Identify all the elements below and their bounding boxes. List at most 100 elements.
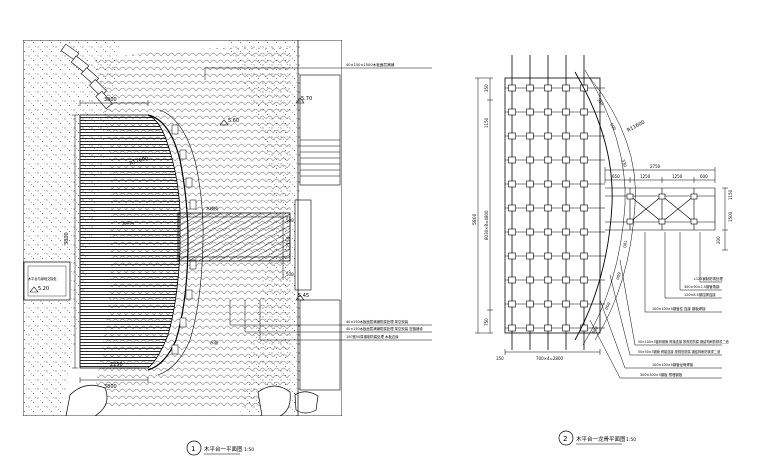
frame-post xyxy=(562,276,570,284)
frame-post xyxy=(580,132,588,140)
stepping-stones xyxy=(60,43,113,110)
elev-right: 5.45 xyxy=(298,293,309,299)
plan1-title-block: 1 木平台一平面图 1:50 xyxy=(186,440,254,456)
frame-post xyxy=(562,180,570,188)
frame-post xyxy=(508,132,516,140)
frame-callout-4: 50×100×3镀锌钢管 焊接连接 按规范防腐 钢结构刷防锈漆二道 xyxy=(638,339,729,344)
frame-radius: R11600 xyxy=(626,119,646,133)
frame-drawing-2 xyxy=(475,55,728,379)
frame-leaders xyxy=(589,232,722,379)
frame-post xyxy=(562,204,570,212)
frame-post xyxy=(544,324,552,332)
label-water: 水面 xyxy=(210,339,218,345)
label-deck: 木平台 xyxy=(122,220,134,226)
frame-post xyxy=(526,204,534,212)
plan1-title: 木平台一平面图 xyxy=(204,445,243,453)
plan1-elev-markers xyxy=(29,97,305,301)
frame-post xyxy=(508,324,516,332)
frame-callout-5: 50×50×3钢管 焊接连接 按规范防腐 钢结构刷防锈漆二道 xyxy=(638,349,721,354)
frame-post xyxy=(580,252,588,260)
dim-radius: R11600 xyxy=(129,155,149,167)
frame-dimension-lines xyxy=(475,77,728,355)
elev-left: 5.20 xyxy=(38,286,49,292)
frame-callout-1: 300×90×2.5钢管角钢 xyxy=(684,284,720,289)
frame-scale: 1:50 xyxy=(626,437,636,443)
frame-post xyxy=(508,276,516,284)
frame-post xyxy=(562,300,570,308)
plan1-scale: 1:50 xyxy=(244,447,254,453)
frame-post xyxy=(526,300,534,308)
callout-3: 100宽50厚钢制防腐处理 木板边缘 xyxy=(346,334,399,339)
callout-1: 40×150木板面层满铺防腐处理 架空安装 xyxy=(346,319,409,324)
frame-title: 木平台一龙骨平面图 xyxy=(576,435,626,443)
plan1-callout-lines xyxy=(342,67,432,341)
arc-dim-2: 530 xyxy=(621,159,628,168)
label-bridge: 木栈桥 xyxy=(206,205,218,211)
dim-inner-height: 8030×8=4800 xyxy=(484,210,489,240)
plan1-leaders xyxy=(204,67,342,341)
bridge-frame xyxy=(605,187,716,231)
dim-r4: 600 xyxy=(700,174,708,179)
frame-post xyxy=(508,252,516,260)
frame-post xyxy=(544,276,552,284)
dim-right-h1: 1150 xyxy=(728,189,733,200)
callout-2: 40×150木板面层满铺防腐处理 架空安装 密缝铺设 xyxy=(346,326,423,331)
frame-post xyxy=(562,132,570,140)
dim-bottom-width: 700×4=2800 xyxy=(536,356,564,361)
dim-r2: 1250 xyxy=(640,174,651,179)
frame-post xyxy=(562,156,570,164)
dim-top-width: 3800 xyxy=(104,97,117,103)
dim-r1: 650 xyxy=(612,174,620,179)
frame-post xyxy=(508,228,516,236)
frame-post xyxy=(544,156,552,164)
plan1-number: 1 xyxy=(191,445,195,453)
dim-total-height: 5800 xyxy=(472,213,478,225)
dim-seg: 1150 xyxy=(484,117,489,128)
frame-labels: 5800 8030×8=4800 350 1150 750 700×4=2800… xyxy=(472,84,733,377)
wood-bridge xyxy=(177,212,291,262)
dim-right-c: 500 xyxy=(286,272,294,277)
frame-post xyxy=(562,108,570,116)
frame-post xyxy=(544,132,552,140)
plan1-labels: 3800 3800 3800 2250 R11600 5.70 5.45 5.2… xyxy=(28,62,423,390)
frame-post xyxy=(544,300,552,308)
frame-joists xyxy=(505,87,605,329)
frame-post xyxy=(562,252,570,260)
callout-top: 40×150×1500木板面层满铺 xyxy=(346,62,395,67)
plan1-dimension-lines xyxy=(72,100,284,383)
frame-post xyxy=(526,324,534,332)
elev-top: 5.70 xyxy=(301,96,312,102)
frame-callout-3: 100×100×5钢管柱 连接 钢板焊接 xyxy=(652,306,706,311)
frame-post xyxy=(544,228,552,236)
dim-right-h2: 1500 xyxy=(728,211,733,222)
frame-post xyxy=(580,276,588,284)
dim-right-h3: 200 xyxy=(716,236,721,244)
wood-deck xyxy=(79,114,181,369)
frame-title-block: 2 木平台一龙骨平面图 1:50 xyxy=(558,430,636,446)
arc-stones xyxy=(171,124,197,355)
frame-post xyxy=(544,108,552,116)
frame-number: 2 xyxy=(563,435,567,443)
arc-dim-0: 350 xyxy=(596,97,605,106)
frame-post xyxy=(580,108,588,116)
frame-post xyxy=(580,204,588,212)
dim-right-b: 2750 xyxy=(286,236,292,248)
frame-curve-edge xyxy=(574,71,613,341)
dim-r3: 1250 xyxy=(672,174,683,179)
frame-post xyxy=(562,84,570,92)
frame-post xyxy=(544,84,552,92)
frame-post xyxy=(562,228,570,236)
frame-post xyxy=(526,108,534,116)
frame-post xyxy=(544,204,552,212)
dim-inner-bottom: 2250 xyxy=(110,362,123,368)
frame-post xyxy=(580,324,588,332)
frame-callout-6: 100×100×5钢管龙骨焊接 xyxy=(652,362,694,367)
elev-arc: 5.60 xyxy=(228,118,239,124)
plan-drawing-1 xyxy=(23,40,342,416)
arc-dim-6: 850 xyxy=(591,325,600,334)
frame-post xyxy=(508,84,516,92)
frame-callout-0: L125钢制防锈处理 xyxy=(694,276,723,281)
dim-bottom-left: 150 xyxy=(496,356,504,361)
dim-top: 350 xyxy=(484,84,489,92)
